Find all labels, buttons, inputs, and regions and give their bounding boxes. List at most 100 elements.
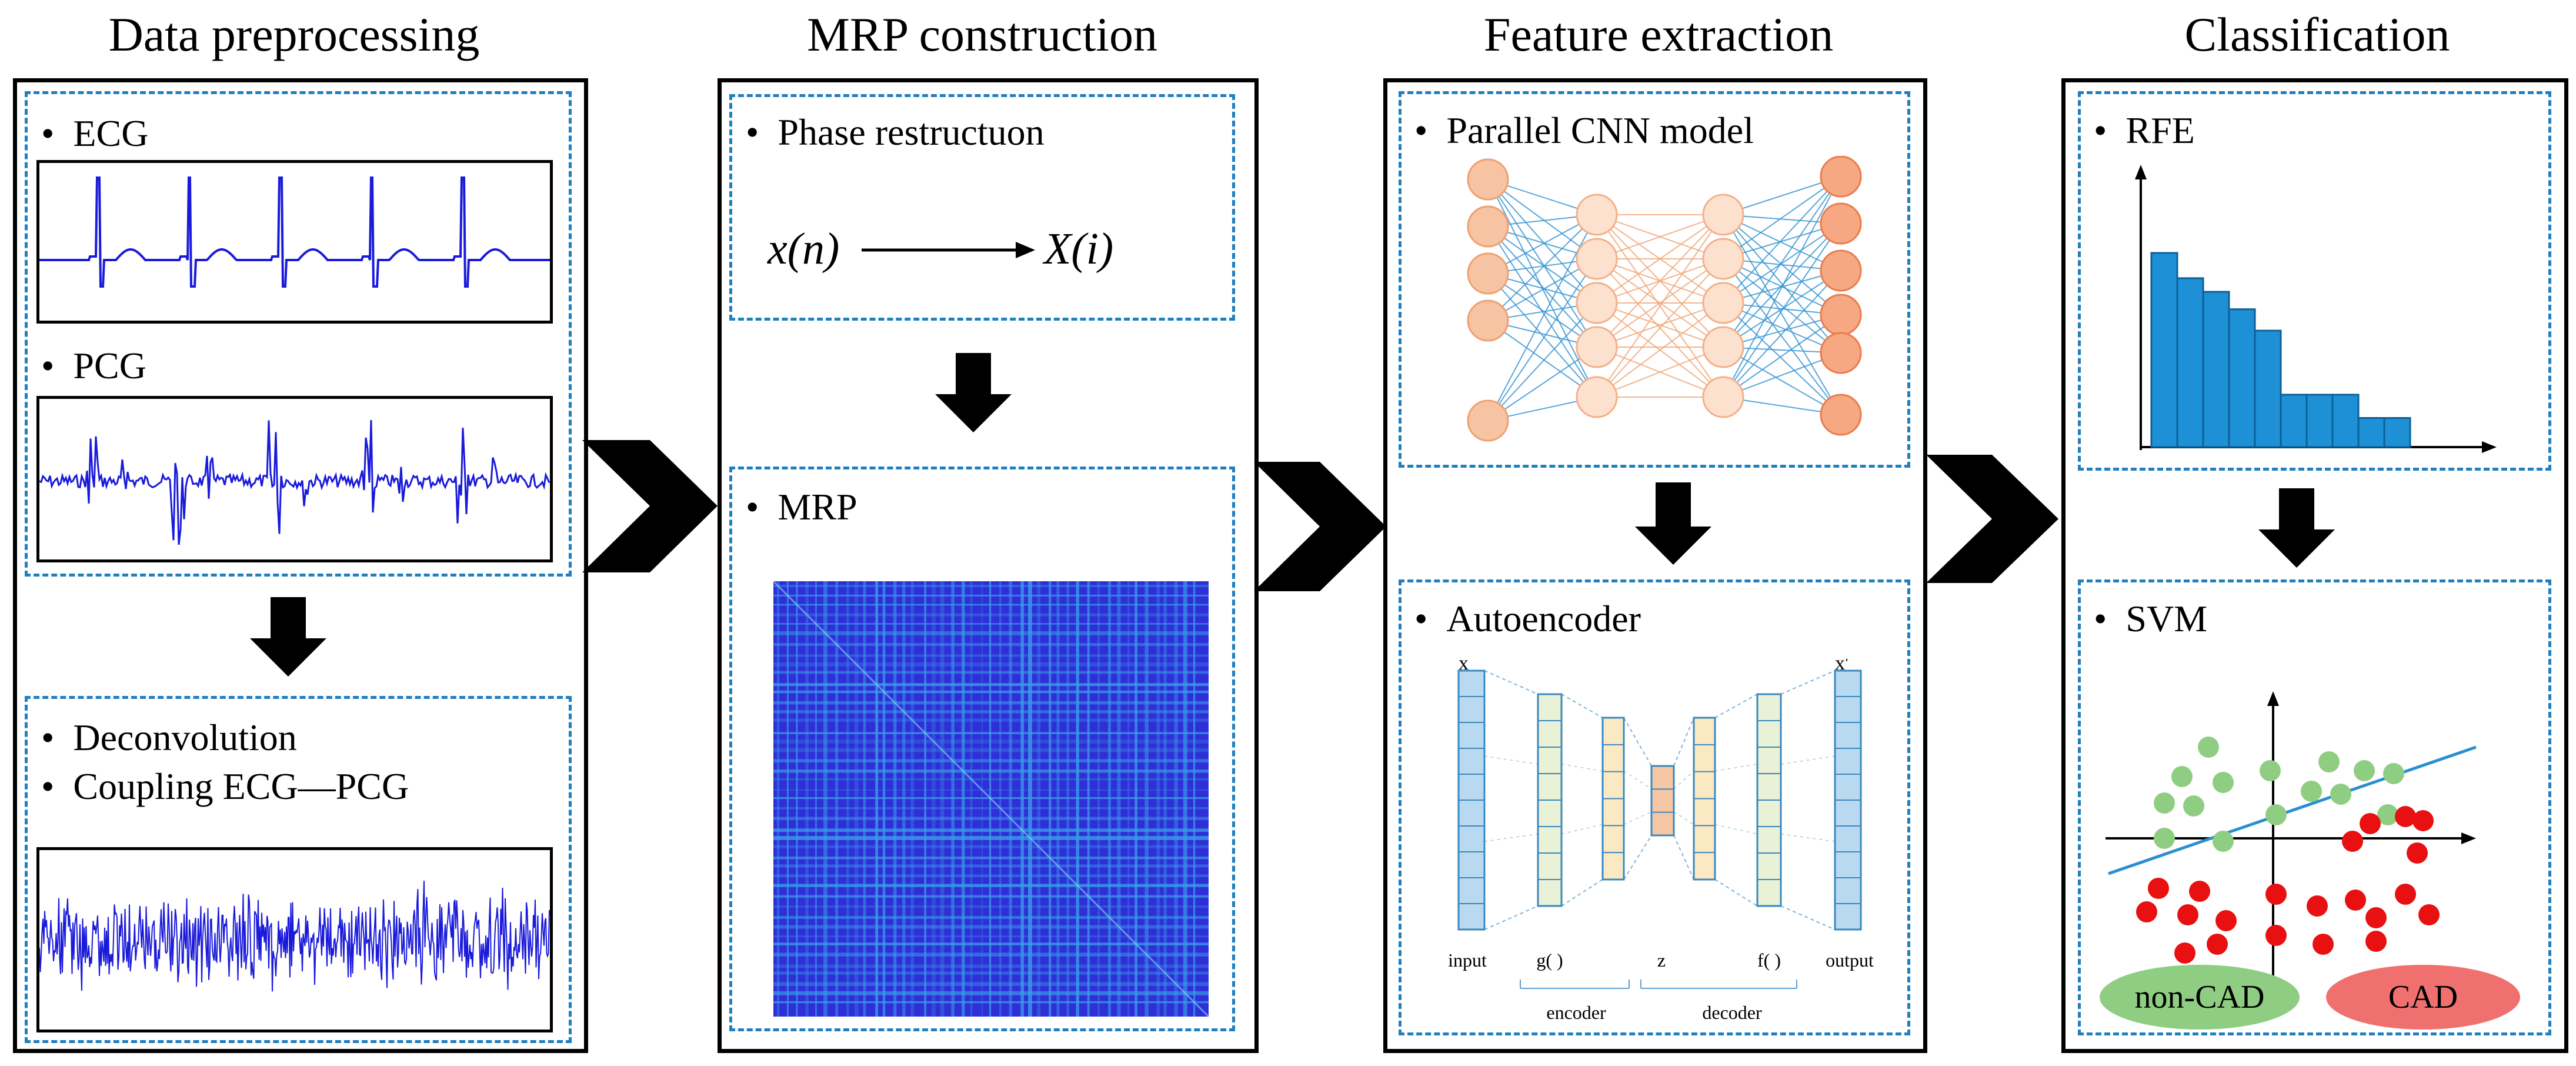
cnn-node (1820, 332, 1862, 374)
svm-label: • SVM (2094, 598, 2208, 639)
cad-point (2395, 806, 2416, 827)
cnn-node (1820, 202, 1862, 245)
ae-encoder-label: encoder (1546, 1002, 1606, 1023)
cad-badge: CAD (2326, 965, 2520, 1030)
down-arrow-2 (935, 353, 1012, 432)
pcg-plot (36, 396, 553, 562)
non-cad-point (2154, 828, 2175, 849)
panel-classification (2061, 78, 2568, 1053)
coupled-waveform (39, 881, 550, 992)
cnn-node (1467, 399, 1509, 442)
mrp-group (729, 467, 1235, 1031)
coupling-label: • Coupling ECG—PCG (41, 765, 409, 807)
ae-layer-block (1650, 765, 1675, 837)
cnn-node (1820, 294, 1862, 336)
rfe-bar (2228, 308, 2256, 448)
cad-point (2189, 881, 2210, 902)
ecg-label: • ECG (41, 112, 149, 154)
coupled-signal-plot (36, 847, 553, 1032)
ae-xprime-label: x' (1835, 659, 1848, 674)
cnn-label: • Parallel CNN model (1414, 109, 1754, 151)
stage-title-preprocessing: Data preprocessing (108, 8, 480, 61)
non-cad-point (2213, 772, 2234, 793)
rfe-label: • RFE (2094, 109, 2195, 151)
cad-point (2174, 942, 2195, 964)
ae-g-label: g( ) (1536, 950, 1563, 971)
cad-point (2418, 904, 2440, 925)
non-cad-badge: non-CAD (2100, 965, 2300, 1030)
non-cad-point (2183, 795, 2204, 817)
down-arrow-1 (250, 597, 326, 677)
cnn-node (1702, 376, 1744, 418)
cad-point (2215, 910, 2237, 931)
cad-point (2395, 884, 2416, 905)
cnn-node (1576, 376, 1618, 418)
svm-scatter (2105, 691, 2477, 982)
rfe-bar (2305, 394, 2334, 448)
cad-point (2265, 884, 2287, 905)
rfe-group (2078, 91, 2551, 471)
pcg-label: • PCG (41, 345, 146, 387)
cad-point (2365, 907, 2387, 928)
non-cad-point (2377, 804, 2398, 825)
chevron-arrow-3 (1926, 455, 2058, 583)
rfe-bar (2357, 417, 2385, 448)
down-arrow-4 (2258, 488, 2335, 568)
stage-title-classification: Classification (2184, 8, 2450, 61)
cnn-node (1467, 252, 1509, 295)
non-cad-point (2318, 751, 2340, 772)
cad-point (2365, 931, 2387, 952)
pcg-waveform (39, 420, 550, 545)
phase-group (729, 94, 1235, 321)
rfe-bar (2202, 291, 2230, 448)
cnn-node (1820, 394, 1862, 436)
chevron-arrow-1 (582, 440, 718, 572)
cad-point (2413, 810, 2434, 831)
mrp-label: • MRP (746, 486, 857, 528)
rfe-bar (2331, 394, 2360, 448)
cnn-node (1820, 156, 1862, 198)
rfe-bar-chart (2135, 165, 2497, 453)
cnn-node (1576, 194, 1618, 236)
deconvolution-label: • Deconvolution (41, 717, 297, 758)
autoencoder-label: • Autoencoder (1414, 598, 1641, 639)
non-cad-point (2354, 760, 2375, 781)
cnn-node (1820, 249, 1862, 292)
ae-output-label: output (1826, 950, 1874, 971)
rfe-bar (2176, 277, 2204, 448)
down-arrow-3 (1635, 482, 1711, 565)
panel-mrp (718, 78, 1259, 1053)
stage-title-mrp: MRP construction (806, 8, 1158, 61)
cnn-node (1576, 238, 1618, 280)
formula-left: x(n) (768, 224, 840, 274)
formula-right: X(i) (1044, 224, 1114, 274)
non-cad-point (2171, 766, 2193, 787)
cad-point (2407, 842, 2428, 864)
non-cad-point (2213, 831, 2234, 852)
cad-point (2345, 890, 2366, 911)
cnn-node (1702, 282, 1744, 324)
stage-title-features: Feature extraction (1483, 8, 1834, 61)
cnn-node (1576, 282, 1618, 324)
rfe-bar (2150, 252, 2178, 448)
cad-point (2177, 904, 2198, 925)
cad-point (2307, 895, 2328, 917)
autoencoder-diagram: x x' input g( ) z f( ) output encoder de… (1448, 659, 1874, 1023)
cad-point (2265, 925, 2287, 946)
cnn-node (1467, 205, 1509, 248)
non-cad-point (2260, 760, 2281, 781)
panel-preprocessing (13, 78, 588, 1053)
ae-input-label: input (1448, 950, 1487, 971)
formula-arrow-icon (862, 242, 1035, 258)
cnn-node (1467, 158, 1509, 201)
cad-point (2207, 934, 2228, 955)
cnn-node (1576, 326, 1618, 368)
cnn-node (1702, 238, 1744, 280)
cnn-node (1702, 194, 1744, 236)
rfe-bar (2280, 394, 2308, 448)
autoencoder-group (1399, 579, 1910, 1035)
cnn-group (1399, 91, 1910, 468)
non-cad-point (2330, 784, 2351, 805)
cad-point (2313, 934, 2334, 955)
non-cad-point (2154, 792, 2175, 814)
